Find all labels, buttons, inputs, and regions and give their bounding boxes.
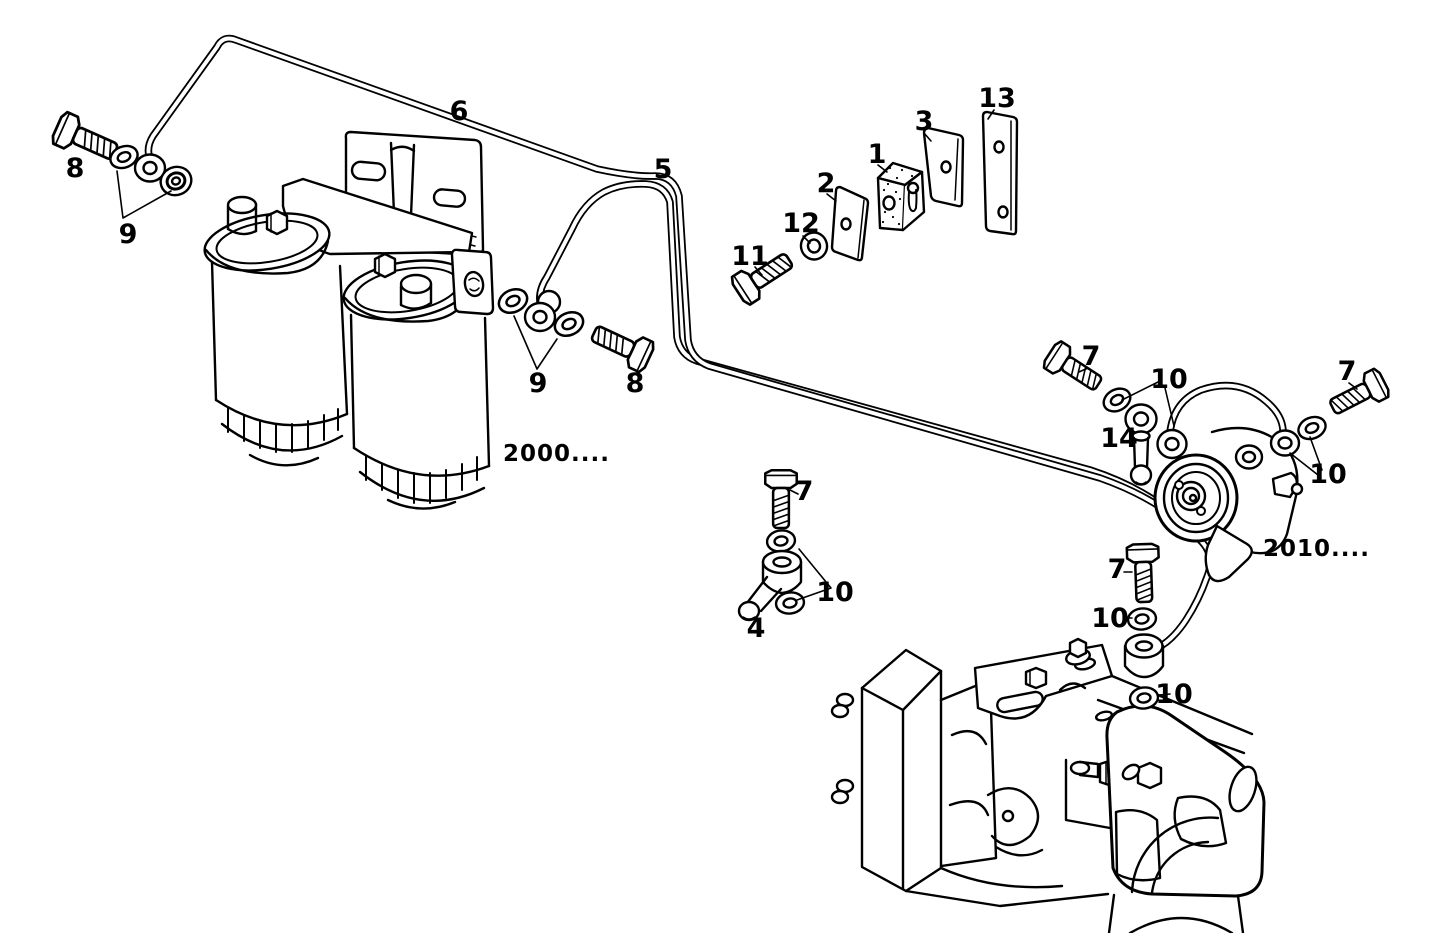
fuel-feed-pump xyxy=(1153,381,1304,583)
fuel-pipe-6-line xyxy=(144,34,1214,652)
fuel-filter-right xyxy=(342,248,495,510)
clamp-block-1 xyxy=(876,161,926,232)
fuel-filter-assembly xyxy=(203,177,495,510)
callout-clamp-block-1: 1 xyxy=(868,139,887,170)
callout-clamp-plate-2: 2 xyxy=(817,168,836,199)
fitting-cluster-left xyxy=(48,109,193,197)
pump-bracket-fin xyxy=(1204,524,1253,583)
callout-washer-10-pump-right: 10 xyxy=(1309,459,1347,490)
engine-block xyxy=(830,637,1254,908)
banjo-eye-engine xyxy=(1123,633,1165,679)
callout-washer-10-banjo-engine-lower: 10 xyxy=(1155,679,1193,710)
fuel-filter-left xyxy=(203,195,349,467)
callout-bolt-7-banjo-engine: 7 xyxy=(1108,554,1127,585)
fitting-cluster-mid xyxy=(493,283,658,375)
washer-10-pump-right xyxy=(1293,411,1331,445)
callout-bolt-7-banjo-4: 7 xyxy=(795,476,814,507)
pump-fittings xyxy=(1040,338,1393,486)
banjo-fitting-4 xyxy=(737,549,803,622)
ref-filter-assembly: 2000.... xyxy=(503,441,610,467)
callout-bolt-11: 11 xyxy=(731,241,769,272)
callout-washers-10-banjo-4: 10 xyxy=(816,577,854,608)
callout-clamp-plate-3: 3 xyxy=(915,106,934,137)
callout-bolt-7-pump-right: 7 xyxy=(1338,356,1357,387)
callout-overflow-fitting-14: 14 xyxy=(1100,423,1138,454)
washer-10-banjo-4-lower xyxy=(773,589,807,617)
timing-gear-cover xyxy=(1105,704,1266,933)
callout-washer-12: 12 xyxy=(782,208,820,239)
callout-fuel-pipe-5: 5 xyxy=(654,154,673,185)
callout-washer-10-pump-left: 10 xyxy=(1150,364,1188,395)
callout-bolt-8-left: 8 xyxy=(66,153,85,184)
bolt-7-banjo-4 xyxy=(763,468,799,530)
washer-9-mid-b xyxy=(549,306,589,342)
clamp-plate-3 xyxy=(922,126,965,208)
washer-10-banjo-engine-upper xyxy=(1125,605,1159,633)
callout-clamp-strip-13: 13 xyxy=(978,83,1016,114)
banjo-cluster-4 xyxy=(737,468,807,622)
leader-lines xyxy=(116,109,1358,696)
callout-labels: 8 9 6 5 9 8 11 12 2 1 3 13 2000.... 7 10… xyxy=(66,83,1370,710)
fuel-pipe-5-line xyxy=(536,180,1176,516)
callout-washers-9-left: 9 xyxy=(119,219,138,250)
washer-12 xyxy=(799,231,829,261)
callout-washer-10-banjo-engine-upper: 10 xyxy=(1091,603,1129,634)
bolt-7-banjo-engine xyxy=(1125,542,1162,604)
washer-9-left-b xyxy=(159,165,193,197)
callout-washers-9-mid: 9 xyxy=(529,368,548,399)
callout-bolt-7-pump-left: 7 xyxy=(1082,341,1101,372)
callout-bolt-8-mid: 8 xyxy=(626,368,645,399)
clamp-strip-13 xyxy=(981,110,1019,236)
callout-banjo-fitting-4: 4 xyxy=(747,613,766,644)
bolt-7-pump-right xyxy=(1324,366,1393,423)
bolt-8-mid xyxy=(585,316,658,375)
ref-pump-assembly: 2010.... xyxy=(1263,536,1370,562)
callout-fuel-pipe-6: 6 xyxy=(450,96,469,127)
washer-10-banjo-4-upper xyxy=(764,527,798,555)
banjo-cluster-engine xyxy=(1123,542,1165,712)
pipe-clamp-stack xyxy=(727,110,1019,308)
overflow-fitting-14 xyxy=(1124,403,1158,486)
